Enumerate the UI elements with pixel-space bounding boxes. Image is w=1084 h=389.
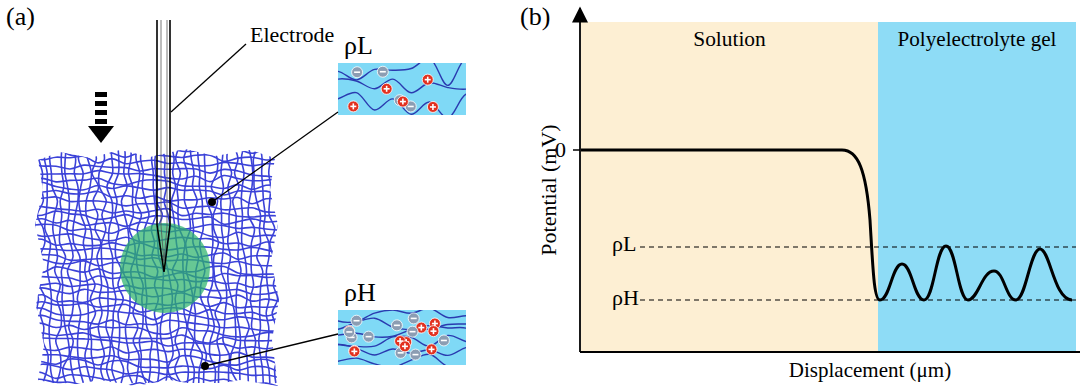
inset-low-leader [212, 112, 338, 202]
electrode-inner [161, 20, 167, 262]
level-label: ρL [612, 233, 636, 255]
zero-tick [573, 149, 580, 151]
x-axis [580, 351, 1080, 353]
inset-high-chains [338, 310, 466, 365]
inset-heading: ρH [344, 279, 376, 308]
potential-curve [581, 150, 1072, 300]
solution-region [581, 22, 878, 352]
level-label: ρH [612, 287, 639, 309]
rho-h-level [640, 299, 1076, 300]
region-band: Polyelectrolyte gel [878, 22, 1076, 122]
inset-box: ρH [338, 310, 466, 365]
inset-high-leader [205, 334, 338, 366]
inset-low-chains [338, 63, 466, 115]
electrode [157, 20, 170, 272]
insertion-arrow [88, 92, 114, 143]
panel-label: (b) [520, 4, 550, 30]
inset-box: ρL [338, 63, 466, 115]
inset-low [338, 63, 466, 115]
rho-l-level [640, 246, 1076, 247]
leader-dot [201, 362, 209, 370]
gel-region [878, 22, 1076, 352]
region-band: Solution [581, 22, 878, 122]
region-label: Polyelectrolyte gel [878, 22, 1076, 51]
inset-heading: ρL [344, 32, 373, 61]
axis-title: Potential (mV) [538, 124, 560, 255]
callout-label: Electrode [250, 24, 334, 46]
gel-mesh [23, 142, 293, 389]
axis-title: Displacement (μm) [789, 360, 951, 381]
inset-high [338, 310, 466, 365]
y-axis [579, 8, 581, 352]
region-label: Solution [581, 22, 878, 52]
panel-label: (a) [6, 4, 35, 30]
leader-dot [208, 198, 216, 206]
electrode-leader [171, 44, 246, 112]
